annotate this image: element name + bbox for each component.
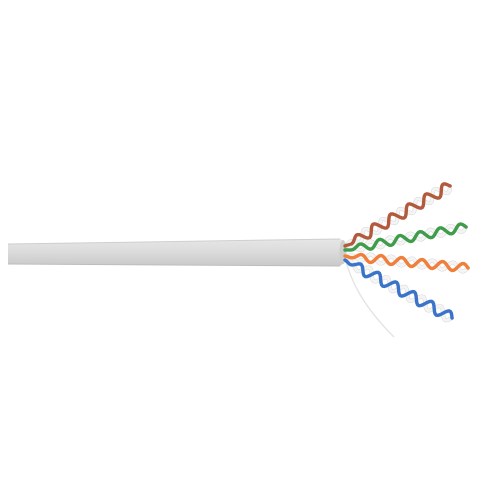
pair-green	[343, 222, 468, 253]
pair-blue-colored-wire	[343, 258, 454, 320]
pair-orange	[343, 252, 470, 274]
cable-jacket	[0, 238, 347, 268]
pair-brown-colored-wire	[343, 182, 452, 248]
pair-blue	[343, 258, 454, 323]
pair-green-colored-wire	[343, 222, 468, 252]
pair-brown	[343, 182, 452, 248]
twisted-pairs	[343, 182, 470, 323]
pair-orange-colored-wire	[343, 252, 470, 273]
